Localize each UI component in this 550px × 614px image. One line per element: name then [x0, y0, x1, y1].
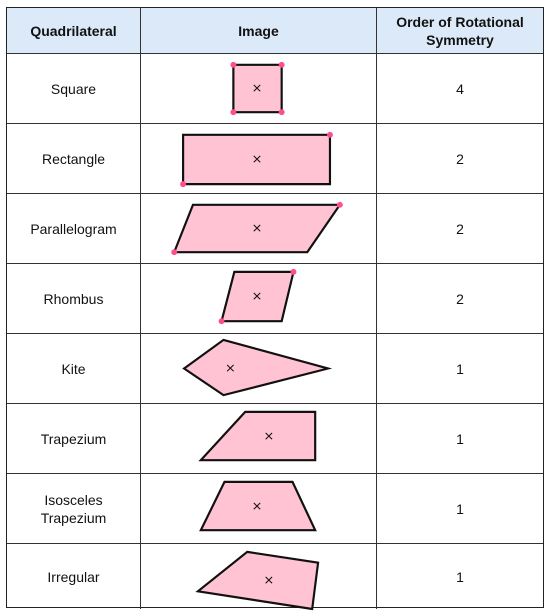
table-row: Irregular × 1	[7, 543, 543, 611]
table-row: Isosceles Trapezium × 1	[7, 473, 543, 543]
table-row: Parallelogram × 2	[7, 193, 543, 263]
isosceles-trapezium-shape: ×	[199, 480, 317, 532]
table-row: Rhombus × 2	[7, 263, 543, 333]
table-row: Kite × 1	[7, 333, 543, 403]
quadrilateral-name: Kite	[7, 334, 141, 403]
rotational-symmetry-table: Quadrilateral Image Order of Rotational …	[6, 7, 544, 611]
symmetry-order: 2	[456, 290, 464, 307]
quadrilateral-name: Irregular	[7, 544, 141, 609]
svg-text:×: ×	[252, 81, 263, 96]
symmetry-order: 1	[456, 500, 464, 517]
table-row: Rectangle × 2	[7, 123, 543, 193]
rectangle-shape: ×	[180, 131, 333, 188]
shape-image-cell: ×	[141, 334, 377, 403]
header-quadrilateral: Quadrilateral	[7, 8, 141, 53]
rhombus-shape: ×	[218, 268, 297, 325]
irregular-shape: ×	[195, 550, 320, 611]
quadrilateral-name: Rectangle	[7, 124, 141, 193]
table-row: Trapezium × 1	[7, 403, 543, 473]
svg-text:×: ×	[252, 221, 263, 236]
symmetry-order: 1	[456, 568, 464, 585]
quadrilateral-name: Square	[7, 54, 141, 123]
table-header-row: Quadrilateral Image Order of Rotational …	[7, 8, 543, 53]
table-row: Square × 4	[7, 53, 543, 123]
svg-text:×: ×	[252, 499, 263, 514]
quadrilateral-name: Rhombus	[7, 264, 141, 333]
square-shape: ×	[230, 61, 285, 116]
svg-text:×: ×	[252, 289, 263, 304]
symmetry-order: 1	[456, 430, 464, 447]
svg-text:×: ×	[263, 429, 274, 444]
symmetry-order: 2	[456, 150, 464, 167]
svg-text:×: ×	[252, 152, 263, 167]
shape-image-cell: ×	[141, 54, 377, 123]
header-order: Order of Rotational Symmetry	[396, 13, 524, 48]
shape-image-cell: ×	[141, 124, 377, 193]
shape-image-cell: ×	[141, 194, 377, 263]
shape-image-cell: ×	[141, 404, 377, 473]
quadrilateral-name: Trapezium	[7, 404, 141, 473]
header-image: Image	[141, 8, 377, 53]
shape-image-cell: ×	[141, 474, 377, 543]
trapezium-shape: ×	[198, 410, 317, 462]
shape-image-cell: ×	[141, 264, 377, 333]
quadrilateral-name: Parallelogram	[7, 194, 141, 263]
symmetry-order: 2	[456, 220, 464, 237]
symmetry-order: 1	[456, 360, 464, 377]
svg-text:×: ×	[263, 573, 274, 588]
symmetry-order: 4	[456, 80, 464, 97]
kite-shape: ×	[182, 338, 333, 397]
svg-text:×: ×	[225, 361, 236, 376]
quadrilateral-name: Isosceles Trapezium	[7, 474, 141, 543]
shape-image-cell: ×	[141, 544, 377, 611]
parallelogram-shape: ×	[171, 201, 343, 256]
